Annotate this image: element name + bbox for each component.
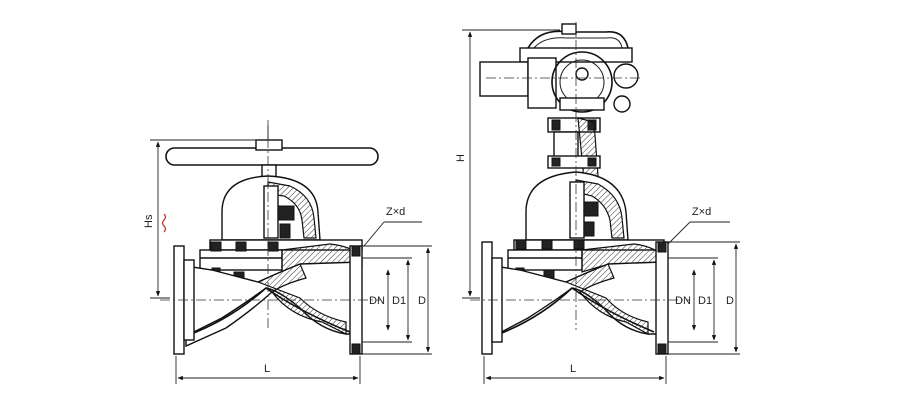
left-dn-label: DN xyxy=(369,295,385,307)
right-dn-label: DN xyxy=(675,295,691,307)
left-hs-dimension: Hs xyxy=(143,139,258,299)
right-l-dimension: L xyxy=(483,356,667,384)
right-h-dimension: H xyxy=(455,29,560,299)
left-zxd-label: Z×d xyxy=(386,206,405,218)
left-zxd-callout: Z×d xyxy=(363,206,422,247)
left-l-label: L xyxy=(264,363,270,375)
hs-label: Hs xyxy=(143,214,155,228)
left-l-dimension: L xyxy=(175,356,361,384)
right-diameter-dimensions: DN D1 D xyxy=(668,241,740,355)
right-zxd-label: Z×d xyxy=(692,206,711,218)
handwheel xyxy=(165,125,379,178)
right-d-label: D xyxy=(726,295,734,307)
left-valve-body xyxy=(185,261,361,348)
right-valve-body xyxy=(493,261,663,338)
right-d1-label: D1 xyxy=(698,295,712,307)
right-zxd-callout: Z×d xyxy=(667,206,730,245)
left-valve-view: Hs Z×d DN D1 D L xyxy=(143,120,432,384)
right-valve-view: H Z×d DN D1 D L xyxy=(455,22,740,384)
electric-actuator xyxy=(479,23,642,113)
left-diameter-dimensions: DN D1 D xyxy=(362,245,432,355)
h-label: H xyxy=(455,154,467,162)
right-bonnet xyxy=(513,171,665,251)
left-d1-label: D1 xyxy=(392,295,406,307)
right-yoke xyxy=(547,117,601,181)
left-bonnet xyxy=(209,175,363,251)
right-l-label: L xyxy=(570,363,576,375)
left-d-label: D xyxy=(418,295,426,307)
